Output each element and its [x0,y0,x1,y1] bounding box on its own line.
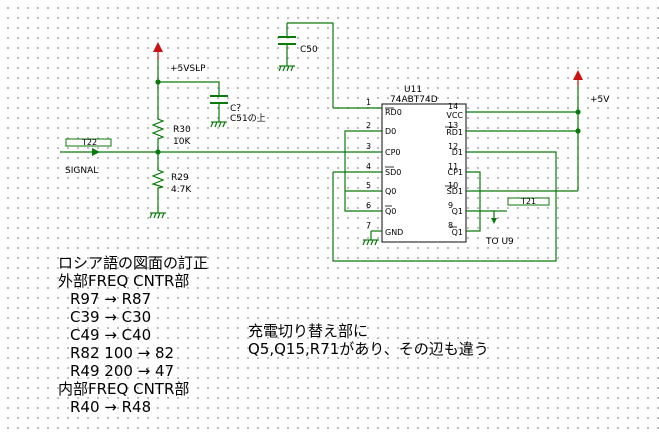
resistor-r30: R30 10K [151,117,191,147]
pin-name: Q0 [385,207,396,216]
pin-number: 1 [366,98,371,107]
correction-item: R49 200 → 47 [70,362,175,380]
to-u9-label: TO U9 [485,237,514,247]
ground-symbols [149,65,379,246]
pin-name: D1 [452,148,463,157]
correction-item: R82 100 → 82 [70,344,175,362]
power-flag-5vslp: +5VSLP [153,42,206,74]
pin-number: 10 [448,181,458,190]
pin-name: GND [385,228,403,237]
correction-item: C49 → C40 [70,326,152,344]
pin-name: VCC [446,111,463,120]
charging-note-line: 充電切り替え部に [248,322,369,340]
u11-value: 74ABT74D [390,95,438,105]
pin-name: CP0 [385,148,401,157]
pin-number: 4 [366,162,371,171]
ground-icon [210,121,227,128]
pin-number: 14 [448,102,458,111]
c50-ref: C50 [300,45,318,55]
power-label-5v: +5V [590,95,610,105]
capacitor-c51: C？ C51の上 [210,95,266,124]
pin-name: SD0 [385,168,401,177]
correction-section-internal: 内部FREQ CNTR部 [58,380,190,398]
pin-name: RD1 [446,128,463,137]
c51-ref: C？ [230,104,245,114]
pin-number: 2 [366,121,371,130]
t21-label: T21 [520,197,536,206]
pin-name: D0 [385,127,396,136]
ground-icon [149,212,166,219]
correction-item: R97 → R87 [70,290,152,308]
power-flag-5v: +5V [573,70,610,105]
pin-number: 13 [448,121,458,130]
signal-label: SIGNAL [65,166,98,176]
pin-number: 3 [366,142,371,151]
pin-number: 9 [448,201,453,210]
r29-ref: R29 [171,173,189,183]
pin-number: 5 [366,181,371,190]
port-t22: T22 SIGNAL [60,138,112,176]
pin-number: 12 [448,142,458,151]
pin-number: 7 [366,221,371,230]
pin-name: Q0 [385,187,396,196]
charging-note: 充電切り替え部に Q5,Q15,R71があり、その辺も違う [248,322,489,358]
correction-notes: ロシア語の図面の訂正 外部FREQ CNTR部 R97 → R87 C39 → … [58,254,208,416]
port-t21: T21 TO U9 [485,197,550,247]
correction-section-external: 外部FREQ CNTR部 [58,272,190,290]
pin-name: CP1 [448,168,464,177]
junctions [155,79,581,155]
c51-note: C51の上 [230,113,266,124]
correction-item: C39 → C30 [70,308,152,326]
pin-name: Q1 [452,207,463,216]
ground-icon [362,239,379,246]
pin-name: RD0 [385,108,402,117]
r30-value: 10K [173,137,191,147]
t22-label: T22 [81,138,97,147]
ground-icon [278,65,295,72]
resistor-r29: R29 4.7K [151,168,192,195]
pin-number: 8 [448,221,453,230]
charging-note-line: Q5,Q15,R71があり、その辺も違う [248,340,489,358]
capacitor-c50: C50 [278,36,318,55]
pin-name: Q1 [452,228,463,237]
pin-name: SD1 [447,187,463,196]
power-label-5vslp: +5VSLP [170,64,206,74]
u11-ref: U11 [404,85,422,95]
correction-item: R40 → R48 [70,398,152,416]
wires [100,22,579,262]
r29-value: 4.7K [171,185,192,195]
pin-number: 6 [366,201,371,210]
pin-number: 11 [448,162,458,171]
ic-u11: U11 74ABT74D 1 2 3 4 5 6 7 RD0 D0 CP0 SD… [366,85,467,243]
r30-ref: R30 [173,125,191,135]
correction-title: ロシア語の図面の訂正 [58,254,209,272]
